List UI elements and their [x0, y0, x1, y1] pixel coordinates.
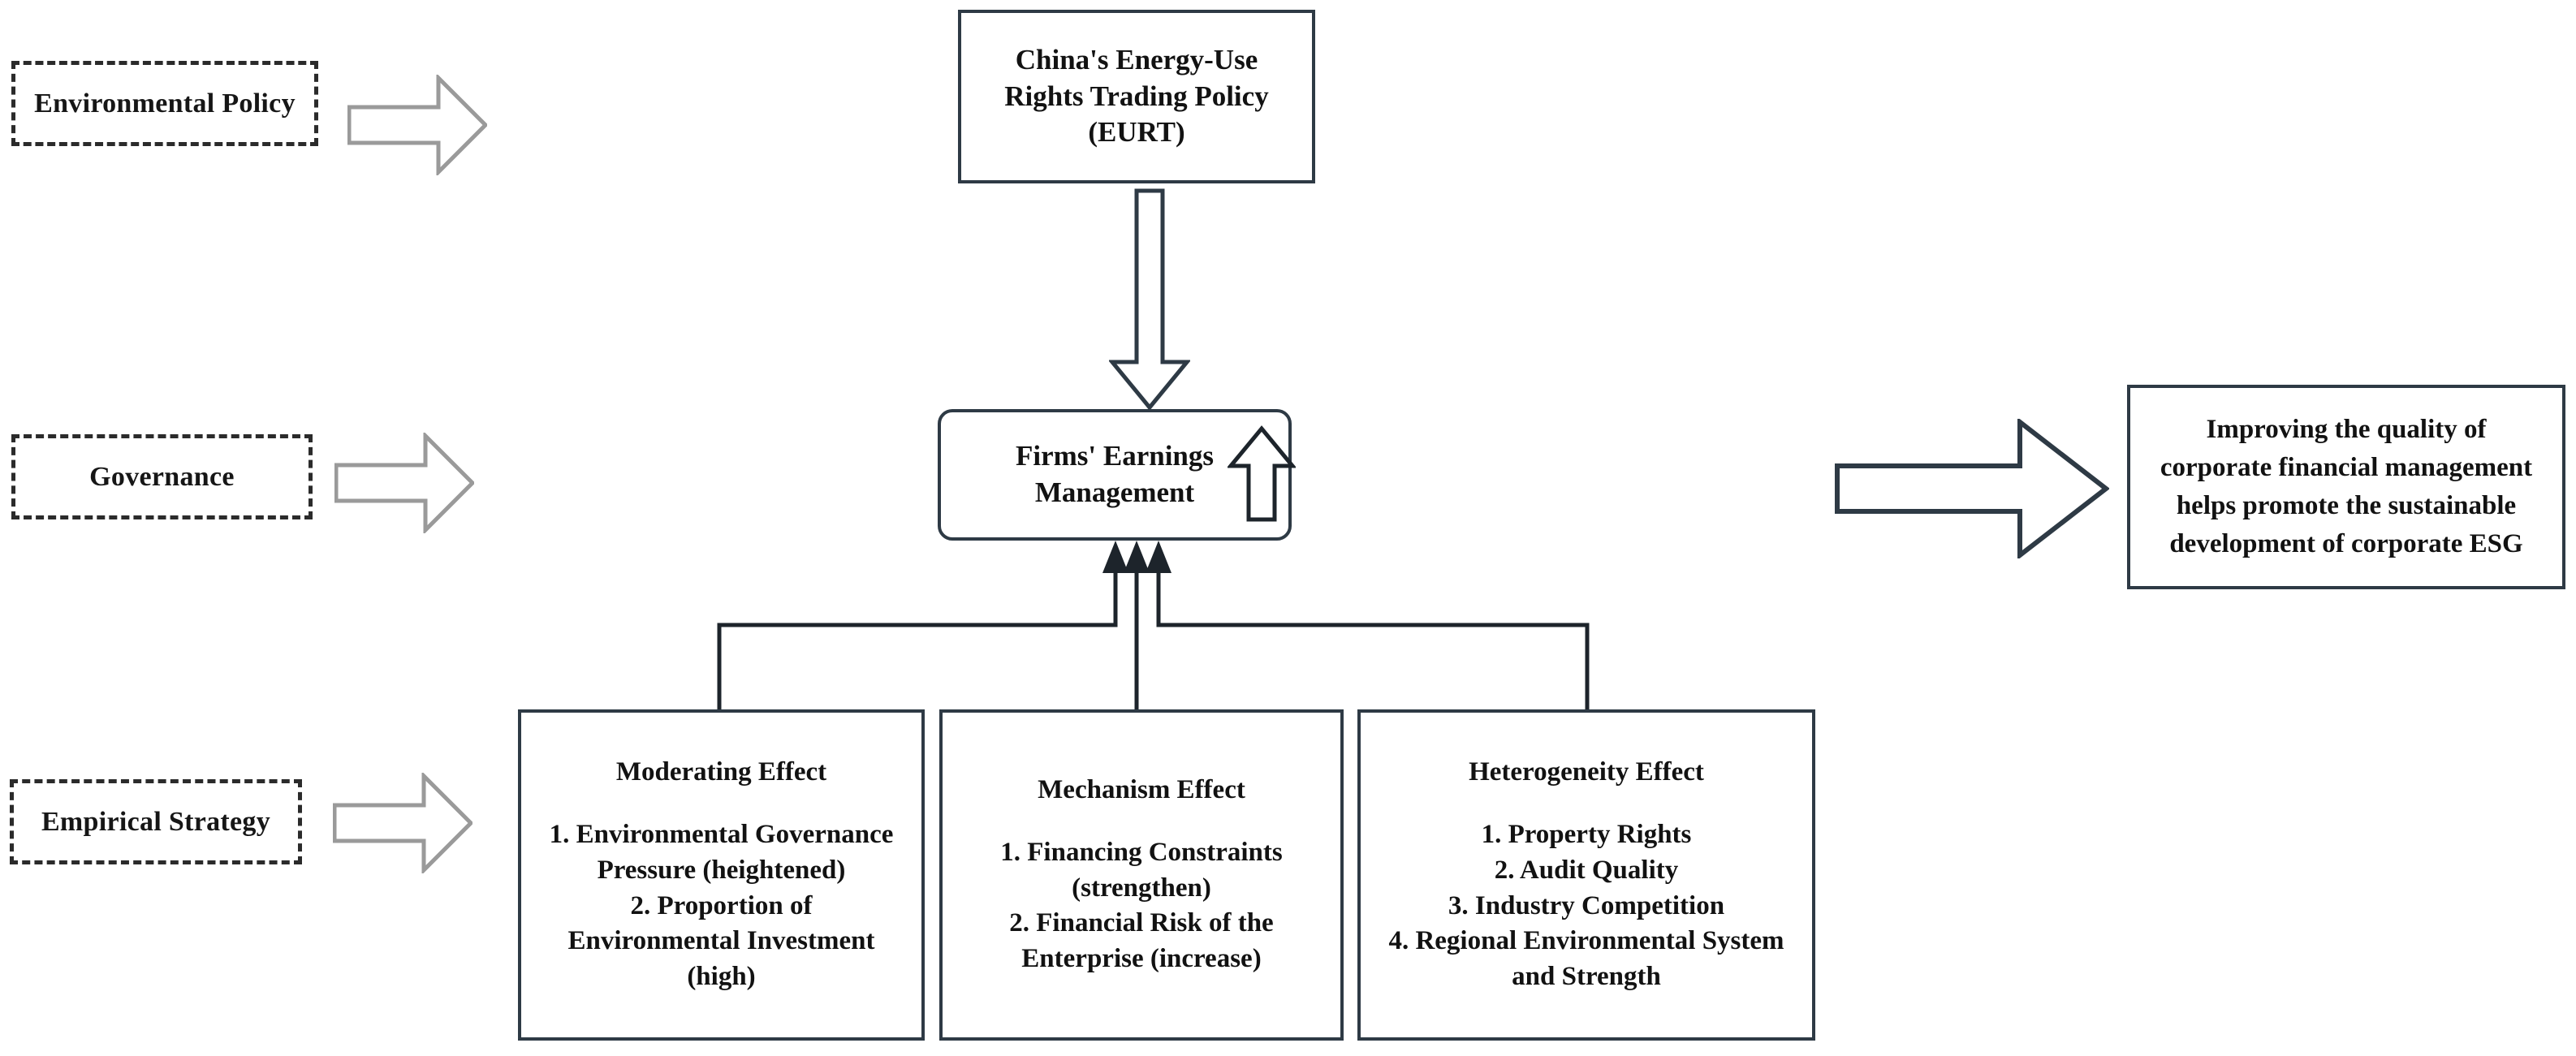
effect-items-moderating: 1. Environmental Governance Pressure (he… [550, 817, 894, 995]
right-block-arrow-icon-governance [334, 433, 474, 533]
right-block-arrow-icon-outcome [1835, 419, 2109, 558]
right-block-arrow-icon-empirical [333, 773, 472, 873]
effect-item: Pressure (heightened) [597, 855, 846, 885]
effect-item: (strengthen) [1072, 873, 1211, 903]
effect-items-heterogeneity: 1. Property Rights 2. Audit Quality 3. I… [1388, 817, 1784, 995]
effect-item: 2. Audit Quality [1494, 855, 1679, 885]
implication-line-4: development of corporate ESG [2169, 528, 2523, 558]
effect-box-moderating: Moderating Effect 1. Environmental Gover… [518, 709, 925, 1041]
effect-item: 2. Proportion of [630, 890, 813, 920]
effect-item: (high) [687, 962, 756, 992]
effect-item: 1. Financing Constraints [1000, 837, 1283, 867]
stage-box-empirical-strategy: Empirical Strategy [10, 779, 302, 864]
effect-item: 1. Environmental Governance [549, 819, 894, 849]
stage-box-governance: Governance [11, 434, 313, 519]
down-block-arrow-icon [1109, 188, 1190, 411]
effect-item: 4. Regional Environmental System [1388, 926, 1784, 956]
policy-box-line-3: (EURT) [1088, 116, 1185, 149]
effect-item: 1. Property Rights [1481, 819, 1692, 849]
effect-item: 2. Financial Risk of the [1009, 908, 1274, 938]
policy-box: China's Energy-Use Rights Trading Policy… [958, 10, 1315, 183]
effect-item: Enterprise (increase) [1021, 944, 1262, 974]
arrowhead-middle [1124, 541, 1150, 573]
effect-heading-heterogeneity: Heterogeneity Effect [1469, 756, 1704, 787]
arrowhead-left [1102, 541, 1128, 573]
right-block-arrow-icon-policy [347, 75, 487, 175]
outcome-box: Firms' Earnings Management [938, 409, 1292, 541]
effect-item: Environmental Investment [567, 926, 875, 956]
implication-line-3: helps promote the sustainable [2176, 491, 2517, 520]
implication-line-2: corporate financial management [2160, 453, 2533, 483]
stage-label-governance: Governance [89, 461, 235, 492]
outcome-box-line-2: Management [1034, 476, 1195, 508]
effect-heading-moderating: Moderating Effect [615, 756, 827, 787]
policy-box-line-1: China's Energy-Use [1015, 43, 1258, 75]
effect-item: 3. Industry Competition [1448, 890, 1725, 920]
effect-heading-mechanism: Mechanism Effect [1038, 774, 1245, 804]
arrowhead-right [1146, 541, 1171, 573]
up-arrow-icon [1228, 425, 1296, 523]
stage-box-environmental-policy: Environmental Policy [11, 61, 318, 146]
policy-box-line-2: Rights Trading Policy [1004, 80, 1269, 112]
effect-item: and Strength [1512, 962, 1661, 992]
outcome-box-line-1: Firms' Earnings [1015, 440, 1215, 472]
implication-line-1: Improving the quality of [2206, 415, 2487, 445]
stage-label-environmental-policy: Environmental Policy [34, 88, 296, 119]
effect-items-mechanism: 1. Financing Constraints (strengthen) 2.… [1000, 835, 1282, 978]
stage-label-empirical-strategy: Empirical Strategy [41, 806, 271, 837]
effect-box-mechanism: Mechanism Effect 1. Financing Constraint… [939, 709, 1344, 1041]
implication-box: Improving the quality of corporate finan… [2127, 385, 2565, 589]
effect-box-heterogeneity: Heterogeneity Effect 1. Property Rights … [1357, 709, 1815, 1041]
